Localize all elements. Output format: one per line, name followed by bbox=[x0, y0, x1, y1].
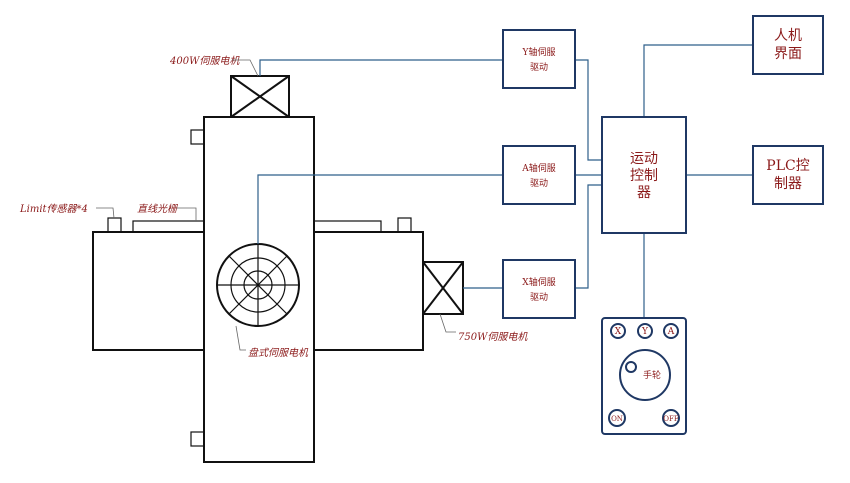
off-button bbox=[662, 409, 680, 427]
plc-controller-box: PLC控 制器 bbox=[752, 145, 824, 205]
limit-sensor-4 bbox=[190, 431, 205, 447]
disc-servo-motor bbox=[216, 243, 300, 327]
x-axis-driver: X轴伺服 驱动 bbox=[502, 259, 576, 319]
svg-text:人机: 人机 bbox=[774, 28, 802, 44]
linear-grating-left bbox=[132, 220, 205, 233]
limit-sensor-3 bbox=[190, 129, 205, 145]
a-axis-driver: A轴伺服 驱动 bbox=[502, 145, 576, 205]
x-servo-motor bbox=[422, 261, 464, 315]
svg-text:驱动: 驱动 bbox=[530, 178, 548, 189]
limit-sensor-1 bbox=[107, 217, 122, 233]
svg-text:X轴伺服: X轴伺服 bbox=[522, 276, 555, 288]
motion-controller: 运动 控制 器 bbox=[601, 116, 687, 234]
svg-text:Y: Y bbox=[641, 327, 649, 337]
svg-text:手轮: 手轮 bbox=[643, 369, 661, 381]
svg-text:驱动: 驱动 bbox=[530, 292, 548, 303]
linear-grating-label: 直线光栅 bbox=[137, 203, 178, 215]
linear-grating-right bbox=[313, 220, 382, 233]
svg-text:运动: 运动 bbox=[630, 151, 658, 167]
svg-text:PLC控: PLC控 bbox=[766, 158, 809, 174]
handwheel-knob bbox=[625, 361, 637, 373]
mechanical-assembly bbox=[92, 75, 464, 463]
limit-sensor-label: Limit传感器*4 bbox=[19, 203, 88, 215]
svg-text:控制: 控制 bbox=[630, 168, 658, 184]
svg-text:器: 器 bbox=[637, 185, 651, 201]
svg-text:驱动: 驱动 bbox=[530, 62, 548, 73]
x-motor-label: 750W伺服电机 bbox=[458, 331, 528, 343]
handheld-pendant: X Y A 手轮 ON OFF bbox=[601, 317, 687, 435]
disc-motor-label: 盘式伺服电机 bbox=[248, 347, 309, 359]
svg-text:A: A bbox=[667, 327, 675, 337]
svg-text:A轴伺服: A轴伺服 bbox=[521, 162, 556, 174]
y-motor-label: 400W伺服电机 bbox=[169, 55, 240, 67]
y-servo-motor bbox=[230, 75, 290, 118]
mechanical-labels: 400W伺服电机 750W伺服电机 盘式伺服电机 Limit传感器*4 直线光栅 bbox=[19, 55, 528, 359]
y-axis-driver: Y轴伺服 驱动 bbox=[502, 29, 576, 89]
svg-text:Y轴伺服: Y轴伺服 bbox=[522, 46, 556, 58]
svg-text:X: X bbox=[615, 327, 622, 337]
y-axis-button bbox=[637, 323, 653, 339]
limit-sensor-2 bbox=[397, 217, 412, 233]
svg-text:制器: 制器 bbox=[774, 176, 802, 192]
hmi-box: 人机 界面 bbox=[752, 15, 824, 75]
x-axis-button bbox=[610, 323, 626, 339]
wiring bbox=[257, 44, 753, 318]
svg-text:界面: 界面 bbox=[774, 46, 802, 62]
a-axis-button bbox=[663, 323, 679, 339]
svg-text:ON: ON bbox=[611, 415, 623, 423]
on-button bbox=[608, 409, 626, 427]
svg-text:OFF: OFF bbox=[663, 415, 679, 423]
